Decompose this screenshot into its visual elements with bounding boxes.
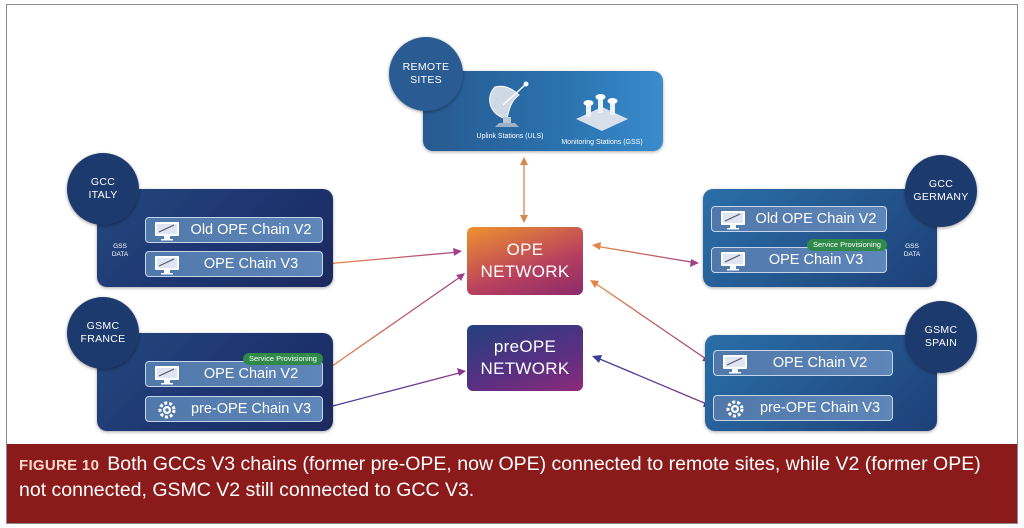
arrowhead-ope-germany	[592, 242, 601, 250]
badge-line: GSMC	[924, 324, 958, 336]
badge-line: GERMANY	[913, 191, 969, 203]
network-line: OPE	[506, 240, 544, 259]
italy-gss-data-label: GSS DATA	[107, 243, 133, 259]
arrowhead-ope-italy	[453, 248, 462, 256]
badge-line: GCC	[928, 178, 954, 190]
arrowhead-preope-spain	[592, 355, 602, 363]
arrowhead-germany	[690, 259, 699, 267]
arrowhead-remote-top	[520, 157, 528, 165]
link-france-ope	[324, 274, 464, 372]
france-service-provisioning-badge: Service Provisioning	[243, 353, 323, 365]
link-france-preope	[324, 371, 464, 409]
figure-frame: Uplink Stations (ULS) Monitoring Station…	[6, 4, 1018, 524]
link-germany-ope	[594, 245, 698, 264]
chain-label: pre-OPE Chain V3	[190, 401, 312, 417]
chain-label: OPE Chain V2	[772, 355, 868, 371]
chain-label: OPE Chain V3	[768, 252, 864, 268]
gss-line: DATA	[111, 251, 129, 258]
france-pre-ope-chain-v3: pre-OPE Chain V3	[145, 396, 323, 422]
badge-line: SPAIN	[924, 337, 958, 349]
monitoring-stations: Monitoring Stations (GSS)	[547, 89, 657, 146]
ope-network-box: OPE NETWORK	[467, 227, 583, 295]
link-spain-ope	[591, 280, 710, 362]
satellite-dish-icon	[489, 81, 529, 127]
remote-sites-panel	[423, 71, 663, 151]
network-line: NETWORK	[480, 262, 570, 281]
chain-label: Old OPE Chain V2	[190, 222, 312, 238]
badge-line: GCC	[90, 176, 116, 188]
link-italy-ope	[324, 251, 460, 265]
figure-label: FIGURE 10	[19, 457, 100, 474]
gear-icon	[154, 400, 180, 420]
antenna-array-icon	[576, 94, 628, 131]
france-ope-chain-v2: OPE Chain V2	[145, 361, 323, 387]
spain-ope-chain-v2: OPE Chain V2	[713, 350, 893, 376]
arrowhead-ope-spain	[590, 280, 599, 288]
gear-icon	[722, 399, 748, 419]
gss-line: GSS	[113, 243, 127, 250]
italy-ope-chain-v3: OPE Chain V3	[145, 251, 323, 277]
chain-label: OPE Chain V3	[203, 256, 299, 272]
monitor-icon	[720, 210, 746, 230]
preope-network-box: preOPE NETWORK	[467, 325, 583, 391]
badge-line: REMOTE	[402, 61, 450, 73]
arrowhead-preope-france	[457, 368, 466, 376]
chain-label: OPE Chain V2	[203, 366, 299, 382]
chain-label: Old OPE Chain V2	[755, 211, 877, 227]
monitoring-stations-label: Monitoring Stations (GSS)	[561, 139, 643, 146]
network-diagram: Uplink Stations (ULS) Monitoring Station…	[7, 5, 1017, 443]
monitor-icon	[720, 251, 746, 271]
caption-text: Both GCCs V3 chains (former pre-OPE, now…	[19, 453, 981, 501]
germany-old-ope-chain-v2: Old OPE Chain V2	[711, 206, 887, 232]
link-spain-preope	[594, 356, 710, 406]
uplink-stations: Uplink Stations (ULS)	[455, 79, 565, 140]
gss-line: GSS	[905, 243, 919, 250]
monitor-icon	[154, 365, 180, 385]
monitor-icon	[154, 221, 180, 241]
monitor-icon	[154, 255, 180, 275]
badge-line: SITES	[410, 74, 442, 86]
network-line: preOPE	[493, 337, 557, 356]
monitor-icon	[722, 354, 748, 374]
network-line: NETWORK	[480, 359, 570, 378]
germany-ope-chain-v3: OPE Chain V3	[711, 247, 887, 273]
germany-gss-data-label: GSS DATA	[899, 243, 925, 259]
badge-line: GSMC	[86, 320, 120, 332]
arrowhead-ope-france	[456, 273, 465, 281]
germany-service-provisioning-badge: Service Provisioning	[807, 239, 887, 251]
badge-line: FRANCE	[80, 333, 126, 345]
uplink-stations-label: Uplink Stations (ULS)	[476, 133, 544, 140]
italy-old-ope-chain-v2: Old OPE Chain V2	[145, 217, 323, 243]
arrowhead-remote-bottom	[520, 215, 528, 223]
badge-line: ITALY	[88, 189, 118, 201]
chain-label: pre-OPE Chain V3	[759, 400, 881, 416]
spain-pre-ope-chain-v3: pre-OPE Chain V3	[713, 395, 893, 421]
gss-line: DATA	[903, 251, 921, 258]
